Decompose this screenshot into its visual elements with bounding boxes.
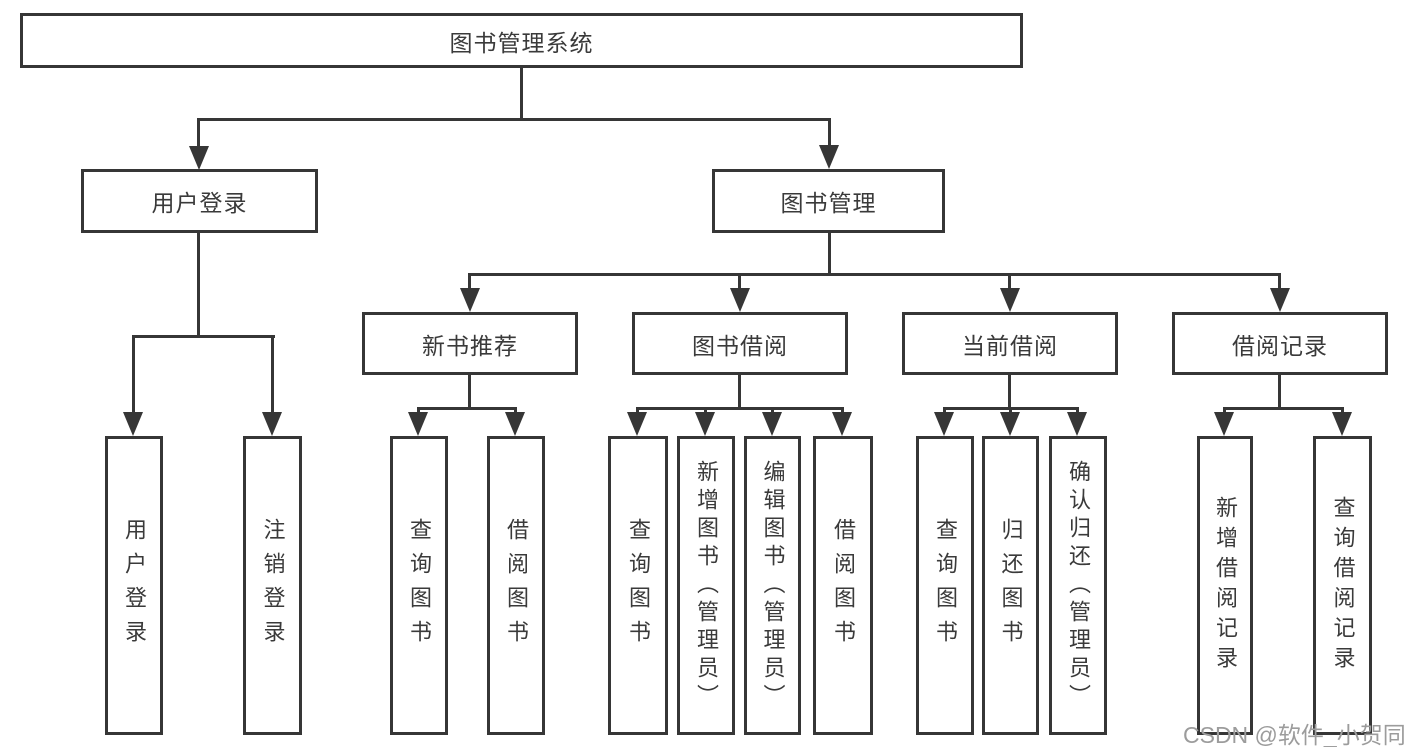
arrow-down-icon	[505, 412, 525, 436]
node-label: 借阅记录	[1232, 332, 1328, 359]
connector-line	[636, 407, 844, 410]
connector-line	[468, 273, 1281, 276]
node-label: 图书管理	[780, 190, 877, 216]
node-library-management-system: 图书管理系统	[20, 13, 1023, 68]
connector-line	[828, 118, 831, 150]
arrow-down-icon	[189, 146, 209, 170]
connector-line	[1008, 273, 1011, 291]
node-label: 图书管理系统	[449, 29, 594, 56]
arrow-down-icon	[819, 145, 839, 169]
node-label: 查询借阅记录	[1330, 495, 1356, 676]
arrow-down-icon	[832, 412, 852, 436]
arrow-down-icon	[934, 412, 954, 436]
connector-line	[197, 233, 200, 338]
node-label: 注销登录	[260, 517, 286, 654]
node-current-borrowing: 当前借阅	[902, 312, 1118, 375]
node-user-login: 用户登录	[81, 169, 318, 233]
node-new-book-recommendation: 新书推荐	[362, 312, 578, 375]
node-label: 查询图书	[933, 517, 958, 654]
arrow-down-icon	[1332, 412, 1352, 436]
connector-line	[197, 118, 831, 121]
node-label: 查询图书	[626, 517, 651, 654]
connector-line	[520, 68, 523, 121]
connector-line	[468, 375, 471, 410]
arrow-down-icon	[1214, 412, 1234, 436]
arrow-down-icon	[408, 412, 428, 436]
node-book-management: 图书管理	[712, 169, 945, 233]
leaf-query-books-recommend: 查询图书	[390, 436, 448, 735]
node-label: 图书借阅	[692, 332, 788, 359]
connector-line	[738, 273, 741, 291]
arrow-down-icon	[1270, 288, 1290, 312]
arrow-down-icon	[1000, 288, 1020, 312]
connector-line	[132, 335, 135, 415]
node-label: 新增借阅记录	[1213, 495, 1238, 676]
arrow-down-icon	[1067, 412, 1087, 436]
connector-line	[1278, 375, 1281, 410]
leaf-borrow-books-borrowing: 借阅图书	[813, 436, 873, 735]
node-label: 借阅图书	[504, 517, 529, 654]
node-label: 新增图书（管理员）	[694, 459, 719, 712]
connector-line	[197, 118, 200, 151]
leaf-query-books-borrowing: 查询图书	[608, 436, 668, 735]
connector-line	[1223, 407, 1344, 410]
connector-line	[1278, 273, 1281, 291]
node-label: 新书推荐	[422, 332, 518, 359]
leaf-confirm-return-admin: 确认归还（管理员）	[1049, 436, 1107, 735]
connector-line	[738, 375, 741, 410]
node-label: 归还图书	[998, 517, 1024, 654]
leaf-query-books-current: 查询图书	[916, 436, 974, 735]
leaf-add-book-admin: 新增图书（管理员）	[677, 436, 735, 735]
connector-line	[1008, 375, 1011, 410]
arrow-down-icon	[730, 288, 750, 312]
leaf-logout: 注销登录	[243, 436, 302, 735]
arrow-down-icon	[762, 412, 782, 436]
arrow-down-icon	[695, 412, 715, 436]
node-label: 当前借阅	[962, 332, 1058, 359]
node-borrowing-records: 借阅记录	[1172, 312, 1388, 375]
node-label: 查询图书	[407, 517, 432, 654]
connector-line	[132, 335, 275, 338]
connector-line	[271, 335, 274, 415]
node-label: 用户登录	[151, 190, 248, 216]
arrow-down-icon	[123, 412, 143, 436]
node-book-borrowing: 图书借阅	[632, 312, 848, 375]
leaf-add-borrow-record: 新增借阅记录	[1197, 436, 1253, 735]
connector-line	[468, 273, 471, 291]
connector-line	[417, 407, 517, 410]
node-label: 借阅图书	[831, 517, 856, 654]
arrow-down-icon	[262, 412, 282, 436]
leaf-return-book: 归还图书	[982, 436, 1039, 735]
node-label: 确认归还（管理员）	[1066, 459, 1091, 712]
leaf-borrow-books-recommend: 借阅图书	[487, 436, 545, 735]
node-label: 用户登录	[122, 517, 147, 654]
leaf-user-login: 用户登录	[105, 436, 163, 735]
leaf-edit-book-admin: 编辑图书（管理员）	[744, 436, 801, 735]
arrow-down-icon	[1000, 412, 1020, 436]
leaf-query-borrow-record: 查询借阅记录	[1313, 436, 1372, 735]
connector-line	[828, 233, 831, 276]
node-label: 编辑图书（管理员）	[760, 459, 786, 712]
watermark: CSDN @软件_小贺同学	[1183, 722, 1405, 747]
arrow-down-icon	[627, 412, 647, 436]
arrow-down-icon	[460, 288, 480, 312]
